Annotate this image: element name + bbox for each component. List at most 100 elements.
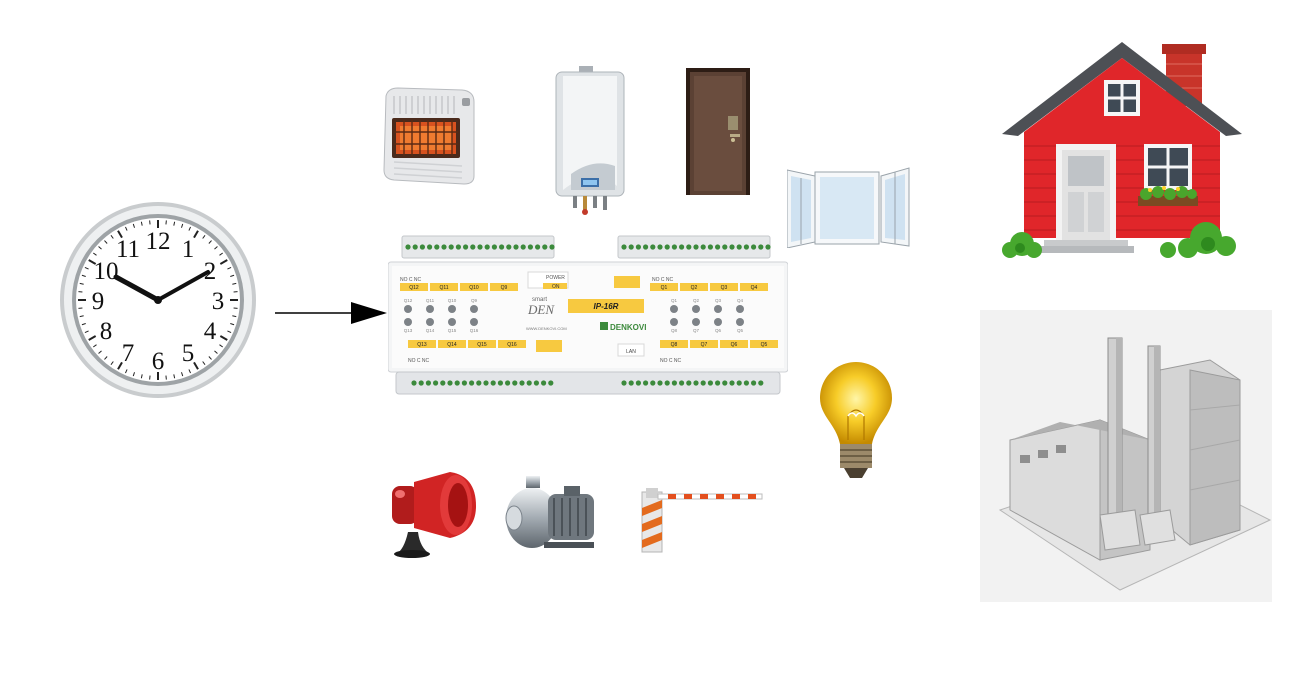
terminal-screw bbox=[411, 380, 417, 386]
house-icon bbox=[1000, 38, 1244, 260]
bulb-icon bbox=[818, 360, 894, 486]
terminal-screw bbox=[418, 380, 424, 386]
led bbox=[470, 305, 478, 313]
terminal-screw bbox=[664, 244, 670, 250]
led-label: Q13 bbox=[404, 328, 413, 333]
relay-label-box bbox=[720, 340, 748, 348]
factory-icon bbox=[980, 310, 1272, 602]
terminal-screw bbox=[461, 380, 467, 386]
model-label: IP-16R bbox=[594, 302, 619, 311]
clock-numeral: 1 bbox=[182, 236, 195, 263]
relay-label: Q5 bbox=[761, 342, 768, 348]
terminal-screw bbox=[700, 244, 706, 250]
relay-label: Q11 bbox=[439, 285, 448, 291]
terminal-screw bbox=[427, 244, 433, 250]
terminal-screw bbox=[548, 380, 554, 386]
terminal-screw bbox=[722, 244, 728, 250]
power-label: POWER bbox=[546, 275, 565, 281]
terminal-screw bbox=[743, 244, 749, 250]
right-bottom-contacts: NO C NC bbox=[660, 358, 682, 364]
terminal-screw bbox=[686, 380, 692, 386]
led bbox=[692, 318, 700, 326]
terminal-screw bbox=[657, 380, 663, 386]
clock-numeral: 2 bbox=[204, 258, 217, 285]
relay-label-box bbox=[438, 340, 466, 348]
relay-label: Q8 bbox=[671, 342, 678, 348]
on-label: ON bbox=[552, 284, 560, 290]
terminal-screw bbox=[483, 380, 489, 386]
right-top-contacts: NO C NC bbox=[652, 277, 674, 283]
terminal-screw bbox=[499, 244, 505, 250]
terminal-screw bbox=[671, 380, 677, 386]
led bbox=[404, 318, 412, 326]
terminal-screw bbox=[506, 244, 512, 250]
terminal-screw bbox=[715, 380, 721, 386]
relay-label: Q4 bbox=[751, 285, 758, 291]
led-label: Q4 bbox=[737, 298, 744, 303]
relay-label-box bbox=[468, 340, 496, 348]
terminal-screw bbox=[679, 380, 685, 386]
terminal-screw bbox=[520, 244, 526, 250]
brand-large: DEN bbox=[527, 302, 555, 317]
clock-numeral: 5 bbox=[182, 340, 195, 367]
terminal-screw bbox=[628, 380, 634, 386]
terminal-screw bbox=[440, 380, 446, 386]
terminal-screw bbox=[441, 244, 447, 250]
relay-label-box bbox=[408, 340, 436, 348]
led-label: Q10 bbox=[448, 298, 457, 303]
clock-numeral: 8 bbox=[100, 318, 113, 345]
led-label: Q16 bbox=[470, 328, 479, 333]
terminal-screw bbox=[700, 380, 706, 386]
terminal-screw bbox=[542, 244, 548, 250]
led-label: Q3 bbox=[715, 298, 722, 303]
terminal-screw bbox=[454, 380, 460, 386]
led-label: Q8 bbox=[671, 328, 678, 333]
terminal-screw bbox=[469, 380, 475, 386]
siren-icon bbox=[386, 472, 478, 560]
terminal-screw bbox=[405, 244, 411, 250]
led bbox=[426, 318, 434, 326]
terminal-screw bbox=[650, 380, 656, 386]
led-label: Q9 bbox=[471, 298, 478, 303]
terminal-screw bbox=[758, 244, 764, 250]
terminal-screw bbox=[643, 244, 649, 250]
led bbox=[426, 305, 434, 313]
terminal-screw bbox=[513, 244, 519, 250]
terminal-screw bbox=[484, 244, 490, 250]
terminal-screw bbox=[527, 244, 533, 250]
terminal-screw bbox=[715, 244, 721, 250]
boiler-icon bbox=[553, 66, 627, 216]
relay-label-box bbox=[498, 340, 526, 348]
terminal-screw bbox=[412, 244, 418, 250]
terminal-screw bbox=[433, 380, 439, 386]
relay-label: Q14 bbox=[447, 342, 457, 348]
clock-numeral: 12 bbox=[146, 228, 171, 255]
clock-numeral: 7 bbox=[122, 340, 135, 367]
left-top-contacts: NO C NC bbox=[400, 277, 422, 283]
led-label: Q12 bbox=[404, 298, 413, 303]
terminal-screw bbox=[448, 244, 454, 250]
relay-label-box bbox=[690, 340, 718, 348]
terminal-screw bbox=[490, 380, 496, 386]
terminal-screw bbox=[541, 380, 547, 386]
relay-label-box bbox=[490, 283, 518, 291]
led-label: Q2 bbox=[693, 298, 700, 303]
led-label: Q1 bbox=[671, 298, 678, 303]
led bbox=[714, 318, 722, 326]
terminal-screw bbox=[535, 244, 541, 250]
terminal-screw bbox=[425, 380, 431, 386]
relay-label: Q16 bbox=[507, 342, 517, 348]
terminal-screw bbox=[497, 380, 503, 386]
terminal-screw bbox=[463, 244, 469, 250]
relay-label-box bbox=[710, 283, 738, 291]
relay-label: Q3 bbox=[721, 285, 728, 291]
relay-label: Q12 bbox=[409, 285, 419, 291]
led bbox=[448, 318, 456, 326]
arrow-icon bbox=[275, 298, 390, 328]
terminal-screw bbox=[434, 244, 440, 250]
terminal-screw bbox=[477, 244, 483, 250]
terminal-screw bbox=[722, 380, 728, 386]
clock-numeral: 4 bbox=[204, 318, 217, 345]
terminal-screw bbox=[736, 244, 742, 250]
